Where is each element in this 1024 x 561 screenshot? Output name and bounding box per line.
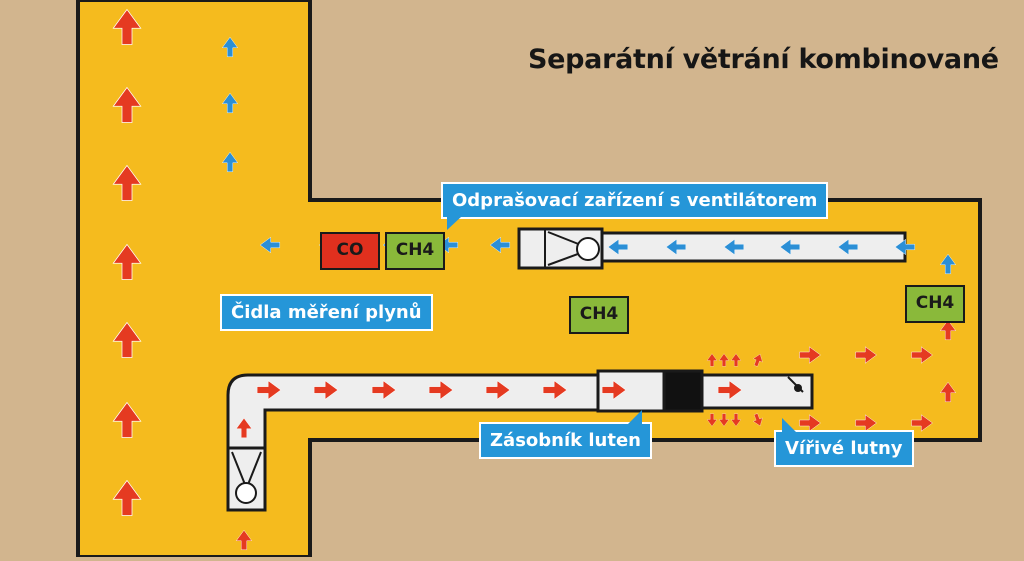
duct-fresh-air-arrow [256,380,282,400]
duct-fresh-air-arrow [371,380,397,400]
sensor-co: CO [320,232,380,270]
duct-fresh-air-arrow [485,380,511,400]
duct-fresh-air-arrow [235,529,253,551]
sensor-ch4-face: CH4 [905,285,965,323]
duct-fresh-air-arrow [542,380,568,400]
swirl-arrow [730,353,742,367]
label-swirl-ducts: Vířivé lutny [774,418,914,467]
shaft-return-air-arrow [221,92,239,114]
face-return-air-arrow [939,253,957,275]
fresh-air-arrows [112,8,957,551]
fresh-air-fan-icon [235,482,257,504]
sensor-ch4-near-co: CH4 [385,232,445,270]
duct-return-air-arrow [837,238,859,256]
shaft-fresh-air-arrow [112,401,142,438]
duct-fresh-air-arrow [313,380,339,400]
shaft-fresh-air-arrow [112,479,142,516]
duct-store-black [662,369,704,413]
duct-fresh-air-arrow [601,380,627,400]
swirl-valve-dot [794,384,802,392]
duct-fresh-air-arrow [717,380,743,400]
fresh-air-duct [226,373,602,507]
fan-blade-left [231,451,247,488]
shaft-fresh-air-arrow [112,321,142,358]
dust-extraction-duct [598,231,907,263]
swirl-arrow [718,353,730,367]
swirl-arrow [911,346,933,364]
duct-fresh-air-arrow [235,417,253,439]
shaft-fresh-air-arrow [112,86,142,123]
swirl-arrow [939,381,957,403]
duct-return-air-arrow [723,238,745,256]
diagram-title: Separátní větrání kombinované [528,44,999,75]
swirl-arrow [939,319,957,341]
label-gas-sensors: Čidla měření plynů [220,294,433,331]
duct-return-air-arrow [665,238,687,256]
duct-return-air-arrow [894,238,916,256]
duct-return-air-arrow [779,238,801,256]
swirl-arrow [730,413,742,427]
swirl-arrow [752,353,763,367]
gallery-shaft [76,0,982,559]
label-duct-store: Zásobník luten [479,410,652,459]
return-air-arrows [221,36,957,275]
shaft-return-air-arrow [221,151,239,173]
shaft-return-air-arrow [221,36,239,58]
duct-return-air-arrow [607,238,629,256]
duct-fresh-air-arrow [428,380,454,400]
shaft-fresh-air-arrow [112,8,142,45]
dust-device-fan-icon [576,237,600,261]
swirl-arrow [799,346,821,364]
swirl-arrow [855,346,877,364]
label-dust-device: Odprašovací zařízení s ventilátorem [441,182,829,230]
gallery-return-air-arrow [437,236,459,254]
swirl-arrow [911,414,933,432]
swirl-arrow [706,353,718,367]
sensor-ch4-center: CH4 [569,296,629,334]
fan-blade-right [246,451,262,488]
gallery-return-air-arrow [489,236,511,254]
swirl-arrow [706,413,718,427]
swirl-arrow [752,413,763,427]
shaft-fresh-air-arrow [112,164,142,201]
swirl-arrow [718,413,730,427]
shaft-fresh-air-arrow [112,243,142,280]
gallery-return-air-arrow [259,236,281,254]
